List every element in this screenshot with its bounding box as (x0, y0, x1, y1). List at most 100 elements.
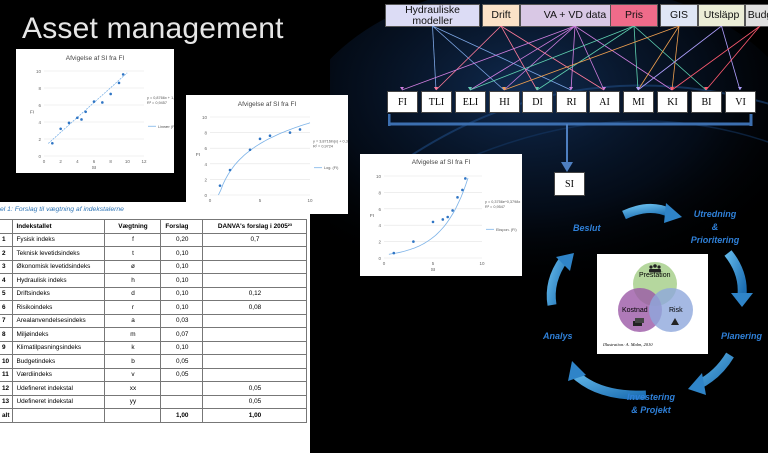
table-cell: ø (104, 259, 162, 274)
trendline (218, 122, 311, 196)
table-cell: 11 (0, 367, 14, 382)
table-cell: Hydraulisk indeks (12, 273, 106, 288)
source-box-4: GIS (660, 4, 698, 27)
connector-line (401, 26, 576, 91)
venn-label-risk: Risk (669, 307, 683, 314)
connector-arrowhead (670, 87, 674, 90)
table-cell: 0,20 (160, 232, 204, 247)
x-tick-label: 5 (259, 198, 262, 203)
x-axis-label: SI (431, 267, 436, 273)
table-cell: r (104, 300, 162, 315)
legend-label: Lineær (FI) (158, 125, 174, 129)
table-cell (202, 313, 308, 328)
table-cell: 2 (0, 246, 14, 261)
table-cell: 4 (0, 273, 14, 288)
y-tick-label: 2 (378, 240, 381, 245)
table-cell: b (104, 354, 162, 369)
table-cell: 12 (0, 381, 14, 396)
equation-label: y = 0,3756e^0,3798x (485, 200, 520, 204)
table-cell: f (104, 232, 162, 247)
data-point (80, 118, 83, 121)
data-point (456, 196, 459, 199)
warning-icon (671, 318, 679, 325)
table-header-cell (0, 219, 14, 234)
connector-line (633, 26, 639, 91)
table-header-cell: Vægtning (104, 219, 162, 234)
data-point (431, 220, 435, 224)
table-cell: k (104, 340, 162, 355)
index-box-ri: RI (556, 91, 587, 113)
y-tick-label: 2 (204, 177, 207, 182)
connector-arrowhead (636, 87, 640, 90)
table-cell: 13 (0, 394, 14, 409)
people-icon (649, 264, 661, 273)
cycle-label-utredning: Utredning & Prioritering (690, 209, 740, 245)
y-tick-label: 6 (38, 103, 41, 108)
table-cell (202, 246, 308, 261)
page-title: Asset management (22, 12, 284, 45)
connector-line (671, 26, 680, 91)
connector-line (435, 26, 502, 91)
equation-label: y = 3,8716ln(x) + 0,3368 (313, 140, 348, 144)
x-tick-label: 8 (109, 159, 112, 164)
cycle-arrows (546, 203, 753, 400)
table-cell: t (104, 246, 162, 261)
table-cell: 0,10 (160, 259, 204, 274)
data-point (92, 100, 96, 103)
table-header-cell: Indekstallet (12, 219, 106, 234)
table-cell: Værdiindeks (12, 367, 106, 382)
data-point (392, 251, 396, 255)
x-tick-label: 6 (93, 159, 96, 164)
data-point (59, 127, 62, 131)
table-cell: v (104, 367, 162, 382)
venn-circle-kostnad (618, 288, 662, 332)
table-cell: Risikoindeks (12, 300, 106, 315)
table-cell: h (104, 273, 162, 288)
data-point (51, 141, 54, 145)
x-tick-label: 0 (209, 198, 212, 203)
table-cell: d (104, 286, 162, 301)
index-box-ai: AI (589, 91, 620, 113)
index-box-eli: ELI (455, 91, 486, 113)
table-cell: xx (104, 381, 162, 396)
data-point (218, 184, 222, 187)
x-tick-label: 4 (76, 159, 79, 164)
table-cell: 1 (0, 232, 14, 247)
connector-arrowhead (704, 87, 708, 90)
r2-label: R² = 0,9547 (485, 205, 505, 209)
table-cell: 3 (0, 259, 14, 274)
table-cell: 10 (0, 354, 14, 369)
table-cell (160, 394, 204, 409)
table-cell: 0,08 (202, 300, 308, 315)
y-tick-label: 2 (38, 137, 41, 142)
index-box-tli: TLI (421, 91, 452, 113)
data-point (258, 137, 262, 141)
table-cell (202, 327, 308, 342)
connector-arrowhead (400, 87, 404, 90)
index-box-di: DI (522, 91, 553, 113)
data-point (464, 177, 467, 180)
data-point (446, 215, 449, 219)
y-tick-label: 8 (378, 190, 381, 195)
x-tick-label: 0 (43, 159, 46, 164)
source-index-connectors (400, 26, 761, 91)
y-axis-label: FI (196, 152, 200, 158)
r2-label: R² = 0,9724 (313, 145, 333, 149)
cycle-label-investering: Investering & Projekt (626, 392, 675, 415)
y-tick-label: 0 (204, 193, 207, 198)
table-cell (202, 273, 308, 288)
table-cell: Driftsindeks (12, 286, 106, 301)
data-point (67, 121, 71, 125)
connector-line (721, 26, 741, 91)
data-point (121, 73, 125, 76)
chart-log: Afvigelse af SI fra FI 02468100510SIFIy … (186, 95, 348, 214)
index-box-vi: VI (725, 91, 756, 113)
